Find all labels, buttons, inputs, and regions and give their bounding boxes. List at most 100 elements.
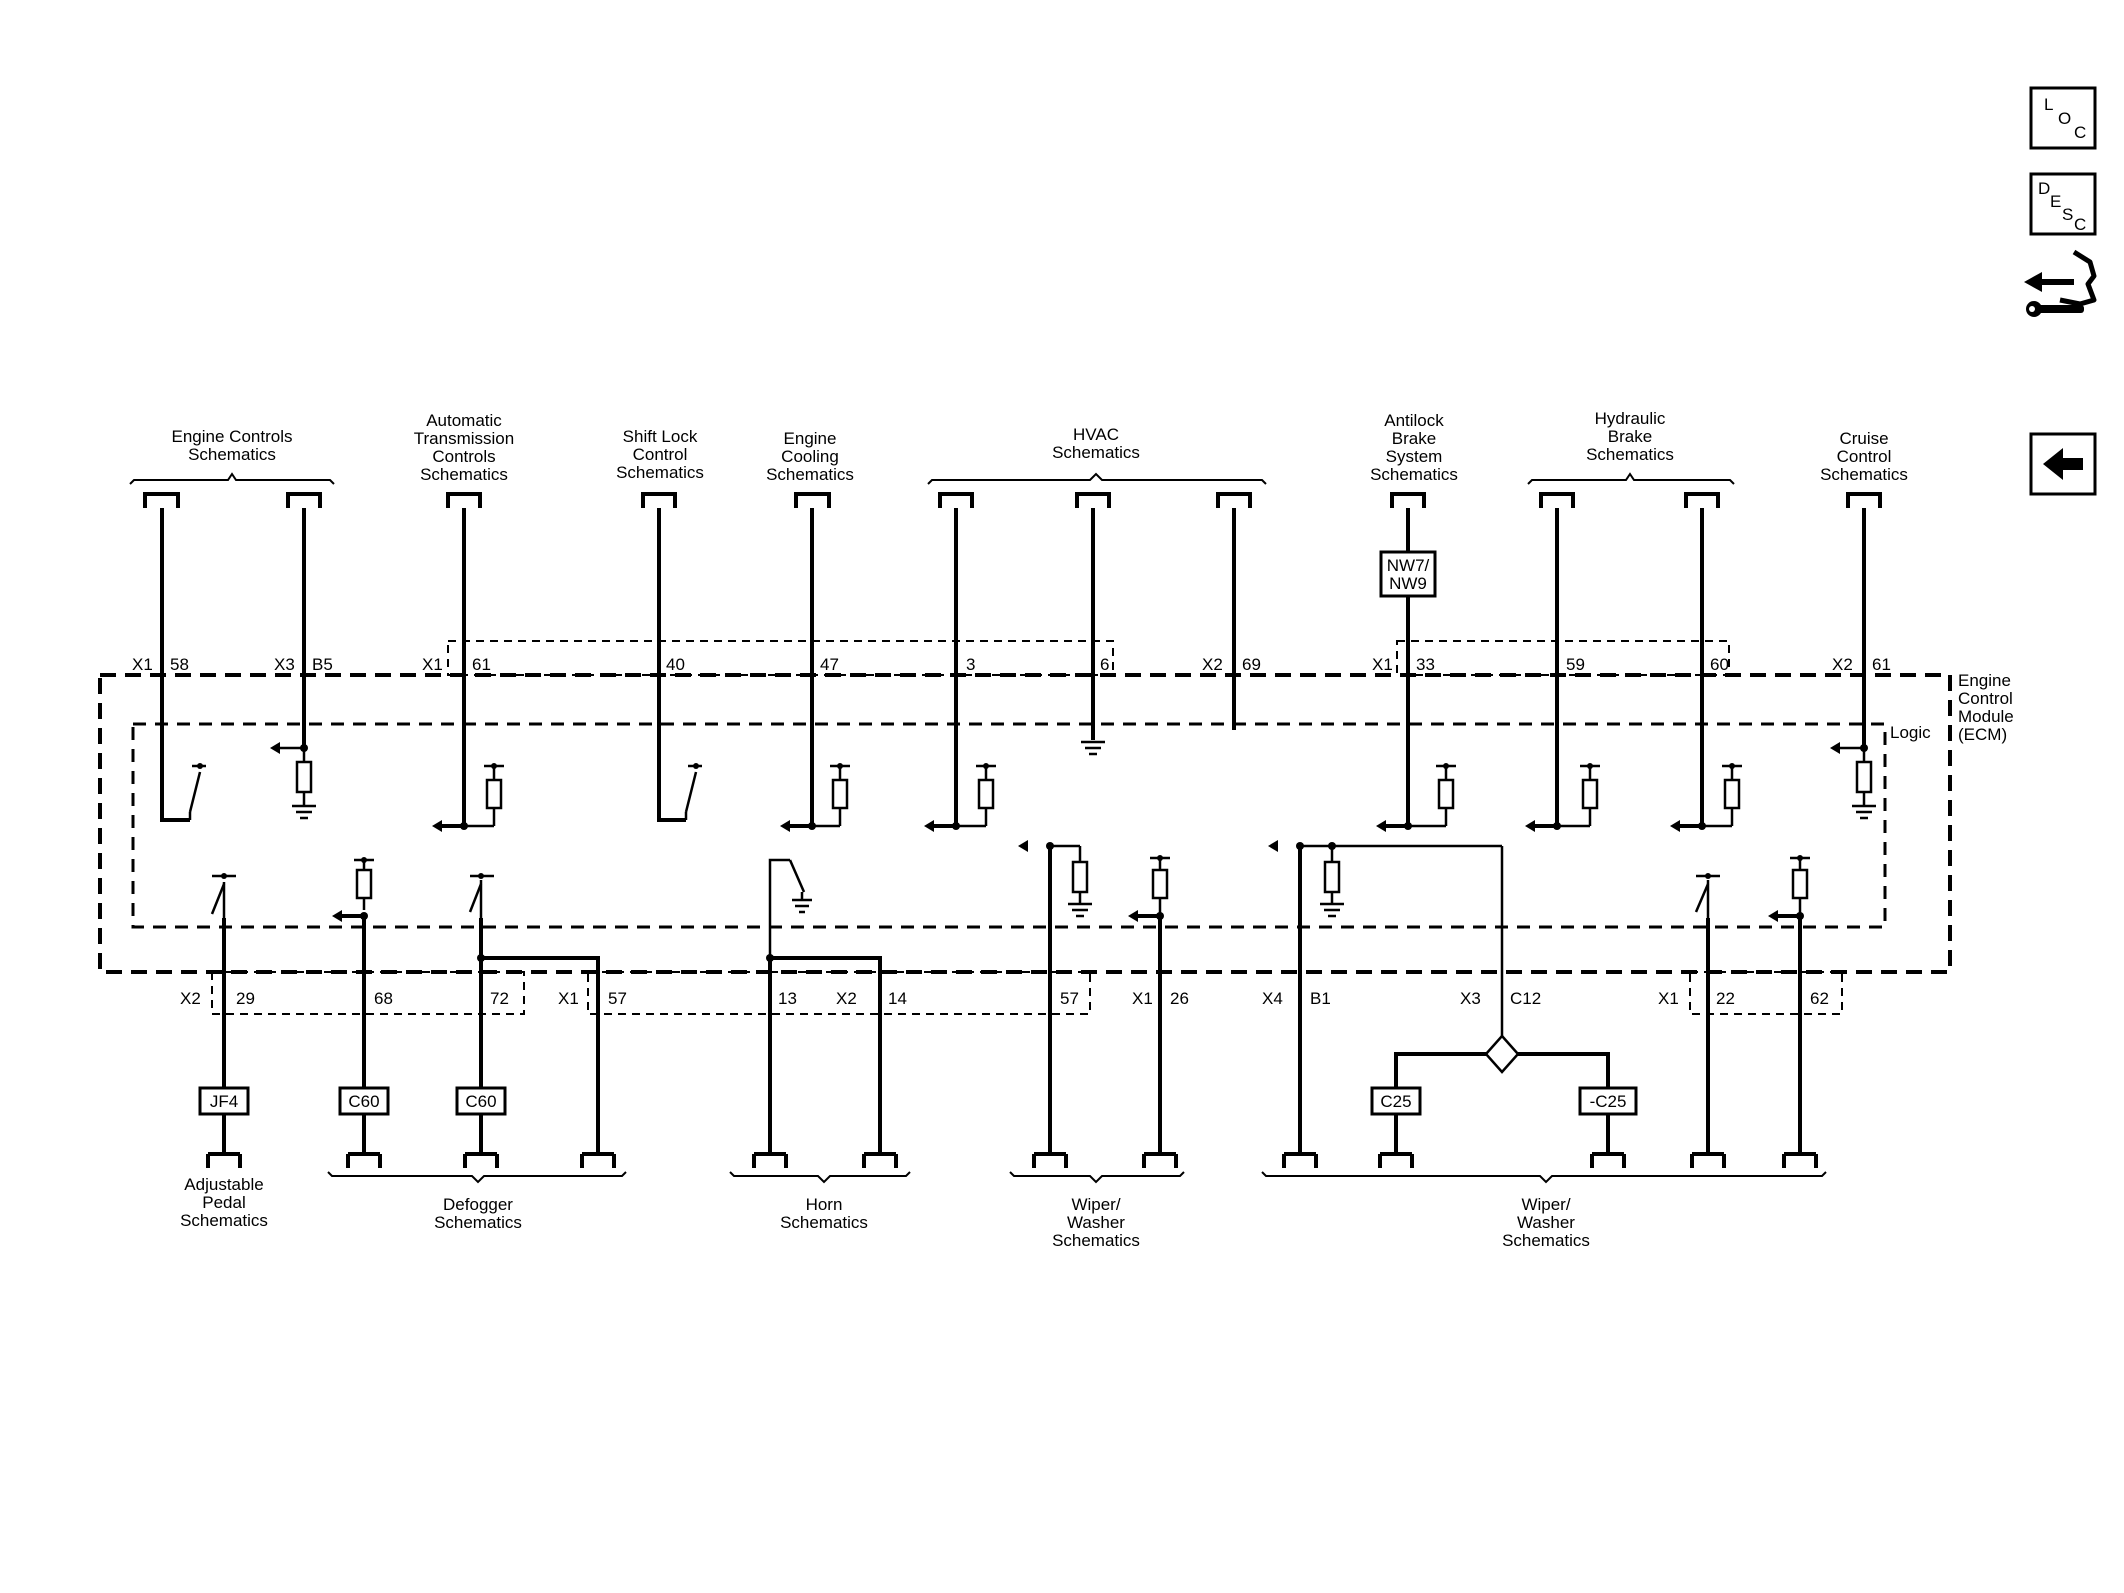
svg-text:Schematics: Schematics bbox=[1586, 445, 1674, 464]
ecm-name-line-1: Engine bbox=[1958, 671, 2011, 690]
svg-text:40: 40 bbox=[666, 655, 685, 674]
svg-text:Horn: Horn bbox=[806, 1195, 843, 1214]
back-arrow-button[interactable] bbox=[2029, 432, 2097, 496]
svg-text:X1: X1 bbox=[1658, 989, 1679, 1008]
svg-text:Schematics: Schematics bbox=[420, 465, 508, 484]
svg-text:Control: Control bbox=[1837, 447, 1892, 466]
svg-text:X2: X2 bbox=[836, 989, 857, 1008]
bottom-group-wiper-washer-a: Wiper/ Washer Schematics bbox=[1052, 1195, 1140, 1250]
svg-text:3: 3 bbox=[966, 655, 975, 674]
svg-text:68: 68 bbox=[374, 989, 393, 1008]
ecm-name-line-2: Control bbox=[1958, 689, 2013, 708]
svg-text:X3: X3 bbox=[1460, 989, 1481, 1008]
top-group-antilock-brake: Antilock Brake System Schematics bbox=[1370, 411, 1458, 484]
svg-text:-C25: -C25 bbox=[1590, 1092, 1627, 1111]
bottom-connector-x1-box-b bbox=[1689, 971, 1843, 1015]
svg-text:61: 61 bbox=[472, 655, 491, 674]
svg-text:X2: X2 bbox=[180, 989, 201, 1008]
desc-letter-s: S bbox=[2062, 205, 2073, 224]
svg-text:System: System bbox=[1386, 447, 1443, 466]
svg-text:X1: X1 bbox=[1372, 655, 1393, 674]
svg-text:Schematics: Schematics bbox=[1502, 1231, 1590, 1250]
svg-text:Washer: Washer bbox=[1517, 1213, 1575, 1232]
loc-letter-l: L bbox=[2044, 95, 2053, 114]
svg-text:X1: X1 bbox=[558, 989, 579, 1008]
svg-text:X1: X1 bbox=[422, 655, 443, 674]
svg-text:59: 59 bbox=[1566, 655, 1585, 674]
svg-text:22: 22 bbox=[1716, 989, 1735, 1008]
svg-text:Schematics: Schematics bbox=[1052, 1231, 1140, 1250]
loc-letter-o: O bbox=[2058, 109, 2071, 128]
svg-text:Antilock: Antilock bbox=[1384, 411, 1444, 430]
top-wires bbox=[143, 492, 1882, 826]
svg-text:C12: C12 bbox=[1510, 989, 1541, 1008]
top-group-automatic-transmission: Automatic Transmission Controls Schemati… bbox=[414, 411, 514, 484]
svg-text:Schematics: Schematics bbox=[1820, 465, 1908, 484]
svg-text:Wiper/: Wiper/ bbox=[1071, 1195, 1120, 1214]
svg-text:Pedal: Pedal bbox=[202, 1193, 245, 1212]
svg-text:NW9: NW9 bbox=[1389, 574, 1427, 593]
svg-text:47: 47 bbox=[820, 655, 839, 674]
svg-text:Controls: Controls bbox=[432, 447, 495, 466]
svg-text:Schematics: Schematics bbox=[180, 1211, 268, 1230]
desc-letter-c: C bbox=[2074, 215, 2086, 234]
svg-text:Engine: Engine bbox=[784, 429, 837, 448]
svg-text:C60: C60 bbox=[465, 1092, 496, 1111]
svg-text:HVAC: HVAC bbox=[1073, 425, 1119, 444]
svg-text:Wiper/: Wiper/ bbox=[1521, 1195, 1570, 1214]
svg-text:NW7/: NW7/ bbox=[1387, 556, 1430, 575]
logic-border bbox=[131, 722, 1887, 929]
c60-option-box-a: C60 bbox=[338, 1086, 390, 1116]
svg-text:14: 14 bbox=[888, 989, 907, 1008]
svg-text:Brake: Brake bbox=[1392, 429, 1436, 448]
svg-text:X3: X3 bbox=[274, 655, 295, 674]
c25-option-box: C25 bbox=[1370, 1086, 1422, 1116]
top-group-shift-lock: Shift Lock Control Schematics bbox=[616, 427, 704, 482]
svg-text:61: 61 bbox=[1872, 655, 1891, 674]
svg-text:Adjustable: Adjustable bbox=[184, 1175, 263, 1194]
svg-text:Washer: Washer bbox=[1067, 1213, 1125, 1232]
svg-text:X2: X2 bbox=[1832, 655, 1853, 674]
svg-text:Schematics: Schematics bbox=[434, 1213, 522, 1232]
svg-text:JF4: JF4 bbox=[210, 1092, 238, 1111]
svg-text:33: 33 bbox=[1416, 655, 1435, 674]
svg-text:Shift Lock: Shift Lock bbox=[623, 427, 698, 446]
desc-letter-d: D bbox=[2038, 179, 2050, 198]
bottom-group-horn: Horn Schematics bbox=[780, 1195, 868, 1232]
logic-label: Logic bbox=[1890, 723, 1931, 742]
svg-text:Schematics: Schematics bbox=[780, 1213, 868, 1232]
top-group-engine-cooling: Engine Cooling Schematics bbox=[766, 429, 854, 484]
top-connector-x1-box-b bbox=[1396, 640, 1730, 676]
bottom-connector-x1-box-a bbox=[587, 971, 1091, 1015]
svg-text:Schematics: Schematics bbox=[1370, 465, 1458, 484]
svg-text:72: 72 bbox=[490, 989, 509, 1008]
connector-end-view-icon[interactable] bbox=[2024, 249, 2097, 317]
svg-text:C60: C60 bbox=[348, 1092, 379, 1111]
svg-text:Automatic: Automatic bbox=[426, 411, 502, 430]
loc-letter-c: C bbox=[2074, 123, 2086, 142]
bottom-braces bbox=[327, 1171, 1827, 1184]
not-c25-option-box: -C25 bbox=[1578, 1086, 1638, 1116]
svg-text:62: 62 bbox=[1810, 989, 1829, 1008]
logic-top-arrows bbox=[197, 742, 1868, 832]
svg-text:Cruise: Cruise bbox=[1839, 429, 1888, 448]
top-braces bbox=[129, 472, 1735, 485]
svg-text:Schematics: Schematics bbox=[188, 445, 276, 464]
loc-button[interactable]: L O C bbox=[2029, 86, 2097, 150]
svg-text:B5: B5 bbox=[312, 655, 333, 674]
svg-text:Transmission: Transmission bbox=[414, 429, 514, 448]
bottom-group-wiper-washer-b: Wiper/ Washer Schematics bbox=[1502, 1195, 1590, 1250]
desc-letter-e: E bbox=[2050, 192, 2061, 211]
jf4-option-box: JF4 bbox=[198, 1086, 250, 1116]
svg-text:X4: X4 bbox=[1262, 989, 1283, 1008]
svg-text:Engine Controls: Engine Controls bbox=[172, 427, 293, 446]
bottom-group-adjustable-pedal: Adjustable Pedal Schematics bbox=[180, 1175, 268, 1230]
svg-text:Defogger: Defogger bbox=[443, 1195, 513, 1214]
nw7-nw9-option-box: NW7/ NW9 bbox=[1379, 550, 1437, 598]
bottom-group-defogger: Defogger Schematics bbox=[434, 1195, 522, 1232]
svg-text:29: 29 bbox=[236, 989, 255, 1008]
desc-button[interactable]: D E S C bbox=[2029, 172, 2097, 236]
svg-text:Control: Control bbox=[633, 445, 688, 464]
svg-text:B1: B1 bbox=[1310, 989, 1331, 1008]
